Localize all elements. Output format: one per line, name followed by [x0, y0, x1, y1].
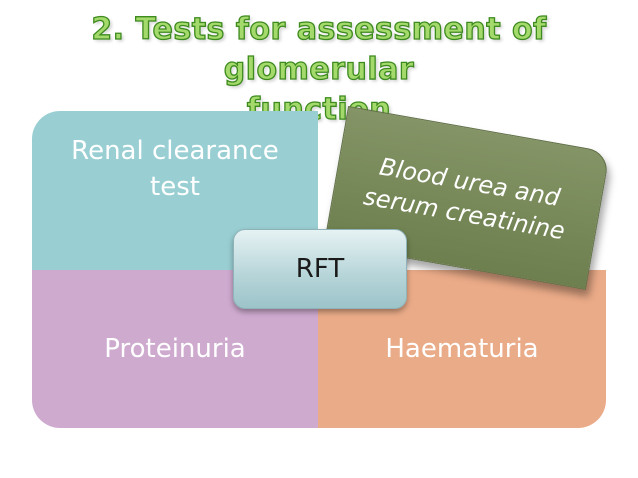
quadrant-bottom-right-label: Haematuria [385, 334, 539, 364]
quadrant-top-left-text: Renal clearance test [71, 133, 279, 205]
quadrant-top-left-line-2: test [150, 172, 200, 202]
slide-title: 2. Tests for assessment of glomerular fu… [0, 10, 638, 130]
quadrant-top-left-line-1: Renal clearance [71, 136, 279, 166]
quadrant-bottom-left-label: Proteinuria [104, 334, 246, 364]
center-rft-box: RFT [233, 229, 407, 309]
center-rft-label: RFT [295, 254, 345, 284]
slide-title-line-1: 2. Tests for assessment of glomerular [91, 11, 547, 87]
